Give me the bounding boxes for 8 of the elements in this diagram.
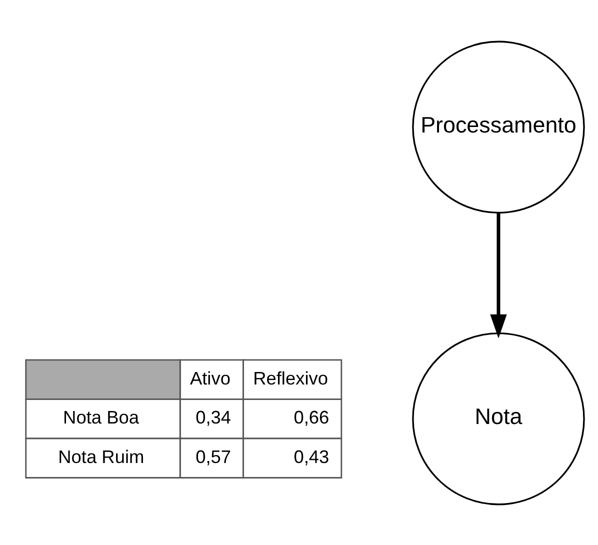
label: 0,43 [294,445,330,466]
label: 0,57 [196,445,232,466]
label: 0,34 [196,406,232,428]
label: 0,66 [294,406,330,428]
label: Nota Ruim [58,445,144,466]
label: Nota Boa [63,406,140,428]
label: Reflexivo [253,366,328,388]
label: Ativo [190,366,230,388]
